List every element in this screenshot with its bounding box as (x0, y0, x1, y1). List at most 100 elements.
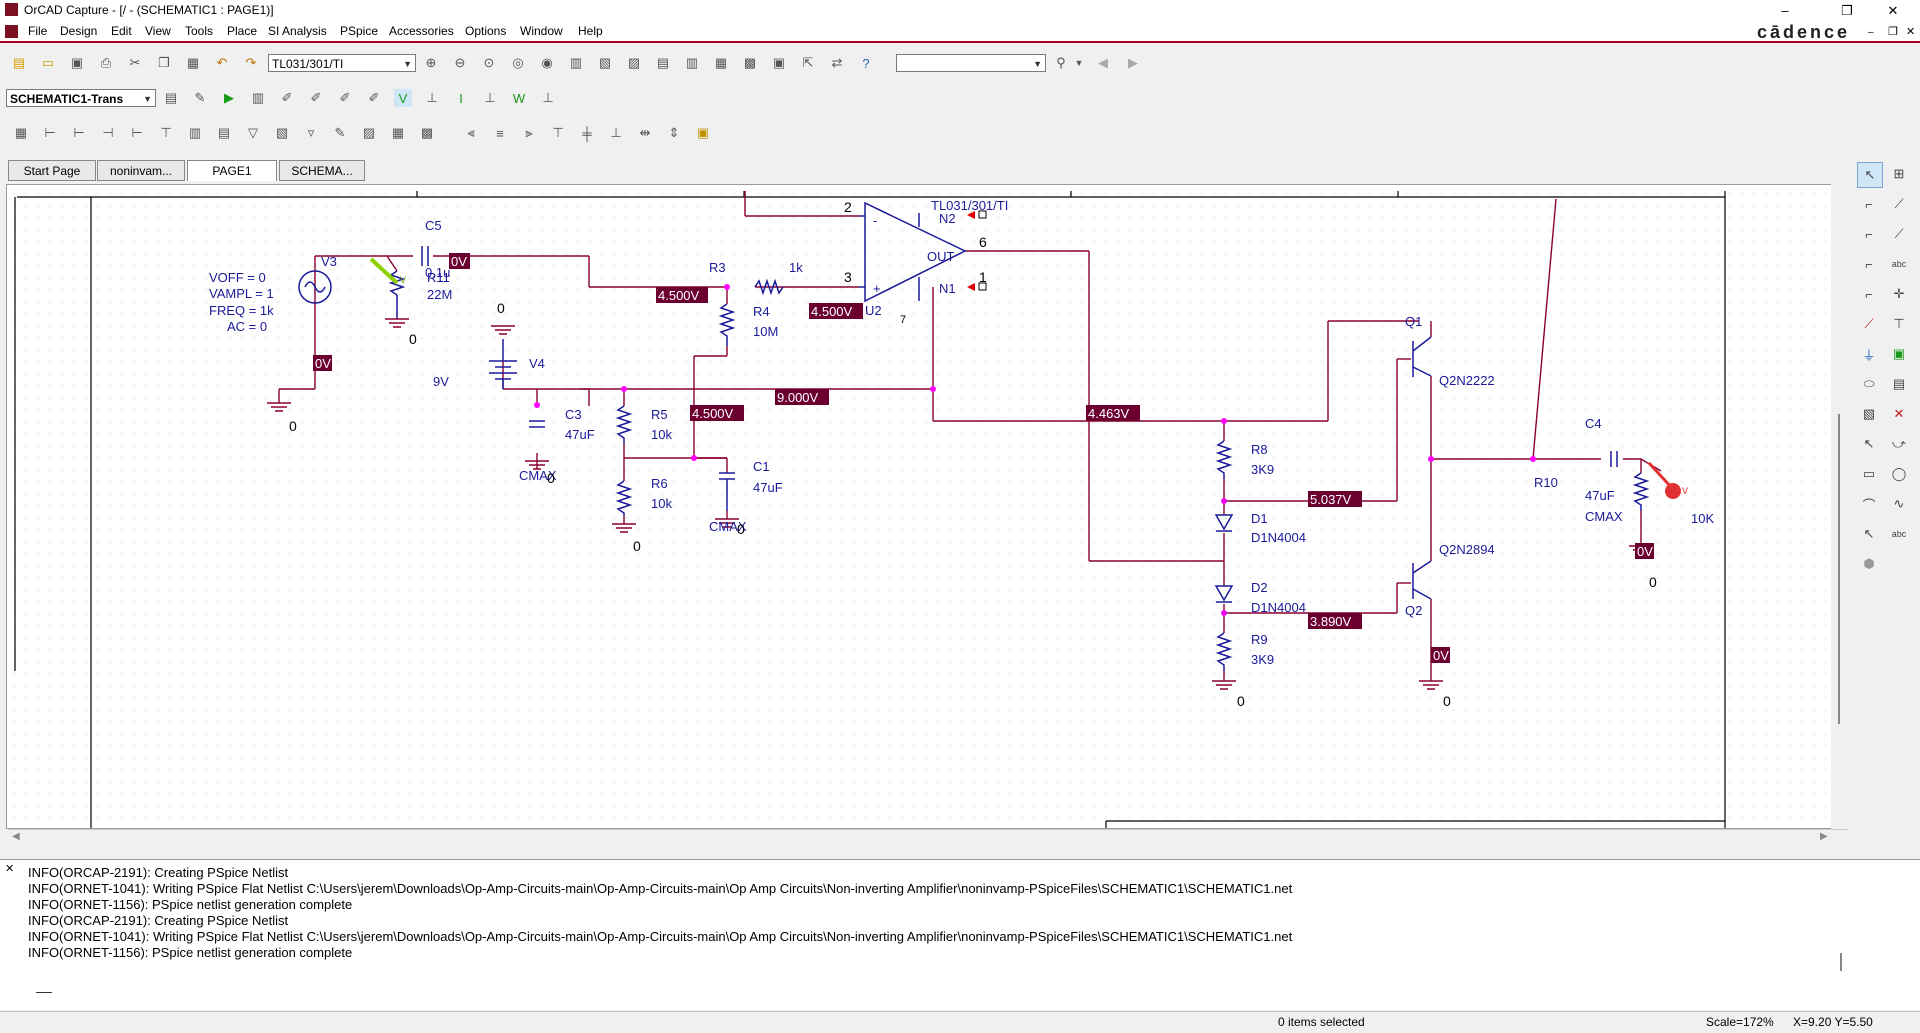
doc-minimize-button[interactable]: – (1868, 27, 1874, 38)
text-icon[interactable]: ↖ (1863, 526, 1875, 541)
redo-icon[interactable]: ↷ (245, 55, 257, 70)
vertical-scroll-thumb[interactable] (1838, 414, 1840, 724)
grid-icon[interactable]: ▦ (14, 125, 28, 140)
zoom-out-icon[interactable]: ⊖ (454, 55, 466, 70)
menu-edit[interactable]: Edit (111, 24, 132, 38)
align-left-icon[interactable]: ⫷ (467, 125, 475, 140)
drag-icon[interactable]: ⇱ (802, 55, 814, 70)
part-combo[interactable]: TL031/301/TI▼ (268, 54, 416, 72)
wire-icon[interactable]: ⌐ (1865, 196, 1873, 212)
distribute-v-icon[interactable]: ⇕ (668, 125, 680, 140)
edit-profile-icon[interactable]: ✎ (194, 90, 206, 105)
line-icon[interactable]: ↖ (1863, 436, 1875, 451)
back-annotate-icon[interactable]: ▧ (598, 55, 612, 70)
ellipse-icon[interactable]: ◯ (1891, 466, 1907, 481)
menu-window[interactable]: Window (520, 24, 563, 38)
copy-icon[interactable]: ❐ (158, 55, 170, 70)
funnel-icon[interactable]: ▽ (248, 125, 258, 140)
block-icon[interactable]: ▥ (188, 125, 202, 140)
log-scroll-thumb[interactable] (1840, 953, 1842, 971)
bus-entry-icon[interactable]: ⌐ (1865, 286, 1873, 302)
paste-icon[interactable]: ▦ (186, 55, 200, 70)
voltage-marker-icon[interactable]: ✐ (281, 90, 293, 105)
enable-bias-icon[interactable]: ⊥ (426, 90, 438, 105)
binoculars-icon[interactable]: ⚲ (1056, 55, 1066, 70)
arc-icon[interactable]: ⌒ (1862, 497, 1876, 513)
matrix-icon[interactable]: ▩ (420, 125, 434, 140)
snap-grid-icon[interactable]: ▩ (743, 55, 757, 70)
ground-icon[interactable]: ⏚ (1862, 347, 1876, 363)
doc-icon[interactable] (5, 25, 18, 38)
tab-noninvamp[interactable]: noninvam... (97, 160, 185, 181)
run-icon[interactable]: ▶ (224, 90, 234, 105)
view-results-icon[interactable]: ▥ (251, 90, 265, 105)
new-icon[interactable]: ▤ (12, 55, 26, 70)
voltage-display-icon[interactable]: V (394, 89, 412, 107)
netlist-icon[interactable]: ▤ (656, 55, 670, 70)
app-icon[interactable] (5, 3, 18, 16)
prev-icon[interactable]: ◀ (1098, 55, 1108, 70)
text-abc-icon[interactable]: abc (1891, 529, 1907, 539)
auto-wire-multi-icon[interactable]: ⟋ (1894, 226, 1904, 241)
enable-bias-i-icon[interactable]: ⊥ (484, 90, 496, 105)
connectivity-icon[interactable]: ⇄ (831, 55, 843, 70)
bezier-icon[interactable]: ∿ (1893, 496, 1905, 511)
minimize-button[interactable]: – (1781, 3, 1789, 18)
table-icon[interactable]: ▦ (391, 125, 405, 140)
menu-view[interactable]: View (145, 24, 171, 38)
rectangle-icon[interactable]: ▭ (1862, 466, 1876, 481)
annotate-icon[interactable]: ▥ (569, 55, 583, 70)
vertical-scrollbar[interactable] (1831, 184, 1848, 829)
horizontal-scrollbar[interactable]: ◀ ▶ (8, 829, 1848, 846)
drc-icon[interactable]: ▨ (627, 55, 641, 70)
off-page-icon[interactable]: ▧ (1862, 406, 1876, 421)
scroll-left-icon[interactable]: ◀ (12, 831, 20, 842)
pin-icon[interactable]: ⊢ (44, 125, 56, 140)
menu-pspice[interactable]: PSpice (340, 24, 379, 38)
net-alias-icon[interactable]: abc (1891, 259, 1907, 269)
search-dropdown-icon[interactable]: ▼ (1074, 58, 1084, 68)
align-bottom-icon[interactable]: ⊥ (610, 125, 622, 140)
maximize-button[interactable]: ❐ (1841, 3, 1853, 18)
menu-tools[interactable]: Tools (185, 24, 214, 38)
power-marker-icon[interactable]: ✐ (368, 90, 380, 105)
place-part-icon[interactable]: ⊞ (1893, 166, 1905, 181)
bus-icon[interactable]: ⟋ (1894, 196, 1904, 211)
hier-block-icon[interactable]: ▣ (1892, 346, 1906, 361)
eye-icon[interactable]: ◉ (541, 55, 553, 70)
property-icon[interactable]: ▧ (275, 125, 289, 140)
doc-restore-button[interactable]: ❐ (1888, 26, 1898, 38)
distribute-h-icon[interactable]: ⇹ (639, 125, 651, 140)
polyline-icon[interactable]: ⤻ (1892, 436, 1906, 451)
current-marker-icon[interactable]: ✐ (339, 90, 351, 105)
scroll-right-icon[interactable]: ▶ (1820, 831, 1828, 842)
print-icon[interactable]: ⎙ (100, 55, 112, 70)
net-group-icon[interactable]: ⌐ (1865, 256, 1873, 272)
edit-props-icon[interactable]: ✎ (334, 125, 346, 140)
menu-si-analysis[interactable]: SI Analysis (268, 24, 327, 38)
lock-icon[interactable]: ▣ (696, 125, 710, 140)
menu-file[interactable]: File (28, 24, 48, 38)
save-icon[interactable]: ▣ (70, 55, 84, 70)
doc-close-button[interactable]: ✕ (1906, 26, 1916, 38)
menu-accessories[interactable]: Accessories (389, 24, 454, 38)
power-icon[interactable]: ⊤ (1893, 316, 1905, 331)
tab-page1[interactable]: PAGE1 (187, 160, 277, 181)
diff-marker-icon[interactable]: ✐ (310, 90, 322, 105)
close-button[interactable]: ✕ (1887, 3, 1899, 18)
ipc-icon[interactable]: ⬢ (1863, 556, 1875, 571)
select-icon[interactable]: ↖ (1857, 162, 1883, 188)
delete-icon[interactable]: ✕ (1893, 406, 1905, 421)
pin-right-icon[interactable]: ⊢ (131, 125, 143, 140)
align-center-icon[interactable]: ≡ (496, 125, 504, 141)
open-icon[interactable]: ▭ (41, 55, 55, 70)
tab-start-page[interactable]: Start Page (8, 160, 96, 181)
copy-props-icon[interactable]: ▨ (362, 125, 376, 140)
tab-schematic1[interactable]: SCHEMA... (279, 160, 365, 181)
zoom-area-icon[interactable]: ⊙ (483, 55, 495, 70)
auto-wire-icon[interactable]: ⌐ (1865, 226, 1873, 242)
align-middle-icon[interactable]: ╪ (582, 125, 592, 141)
pin-left-icon[interactable]: ⊣ (102, 125, 114, 140)
undo-icon[interactable]: ↶ (216, 55, 228, 70)
menu-design[interactable]: Design (60, 24, 98, 38)
